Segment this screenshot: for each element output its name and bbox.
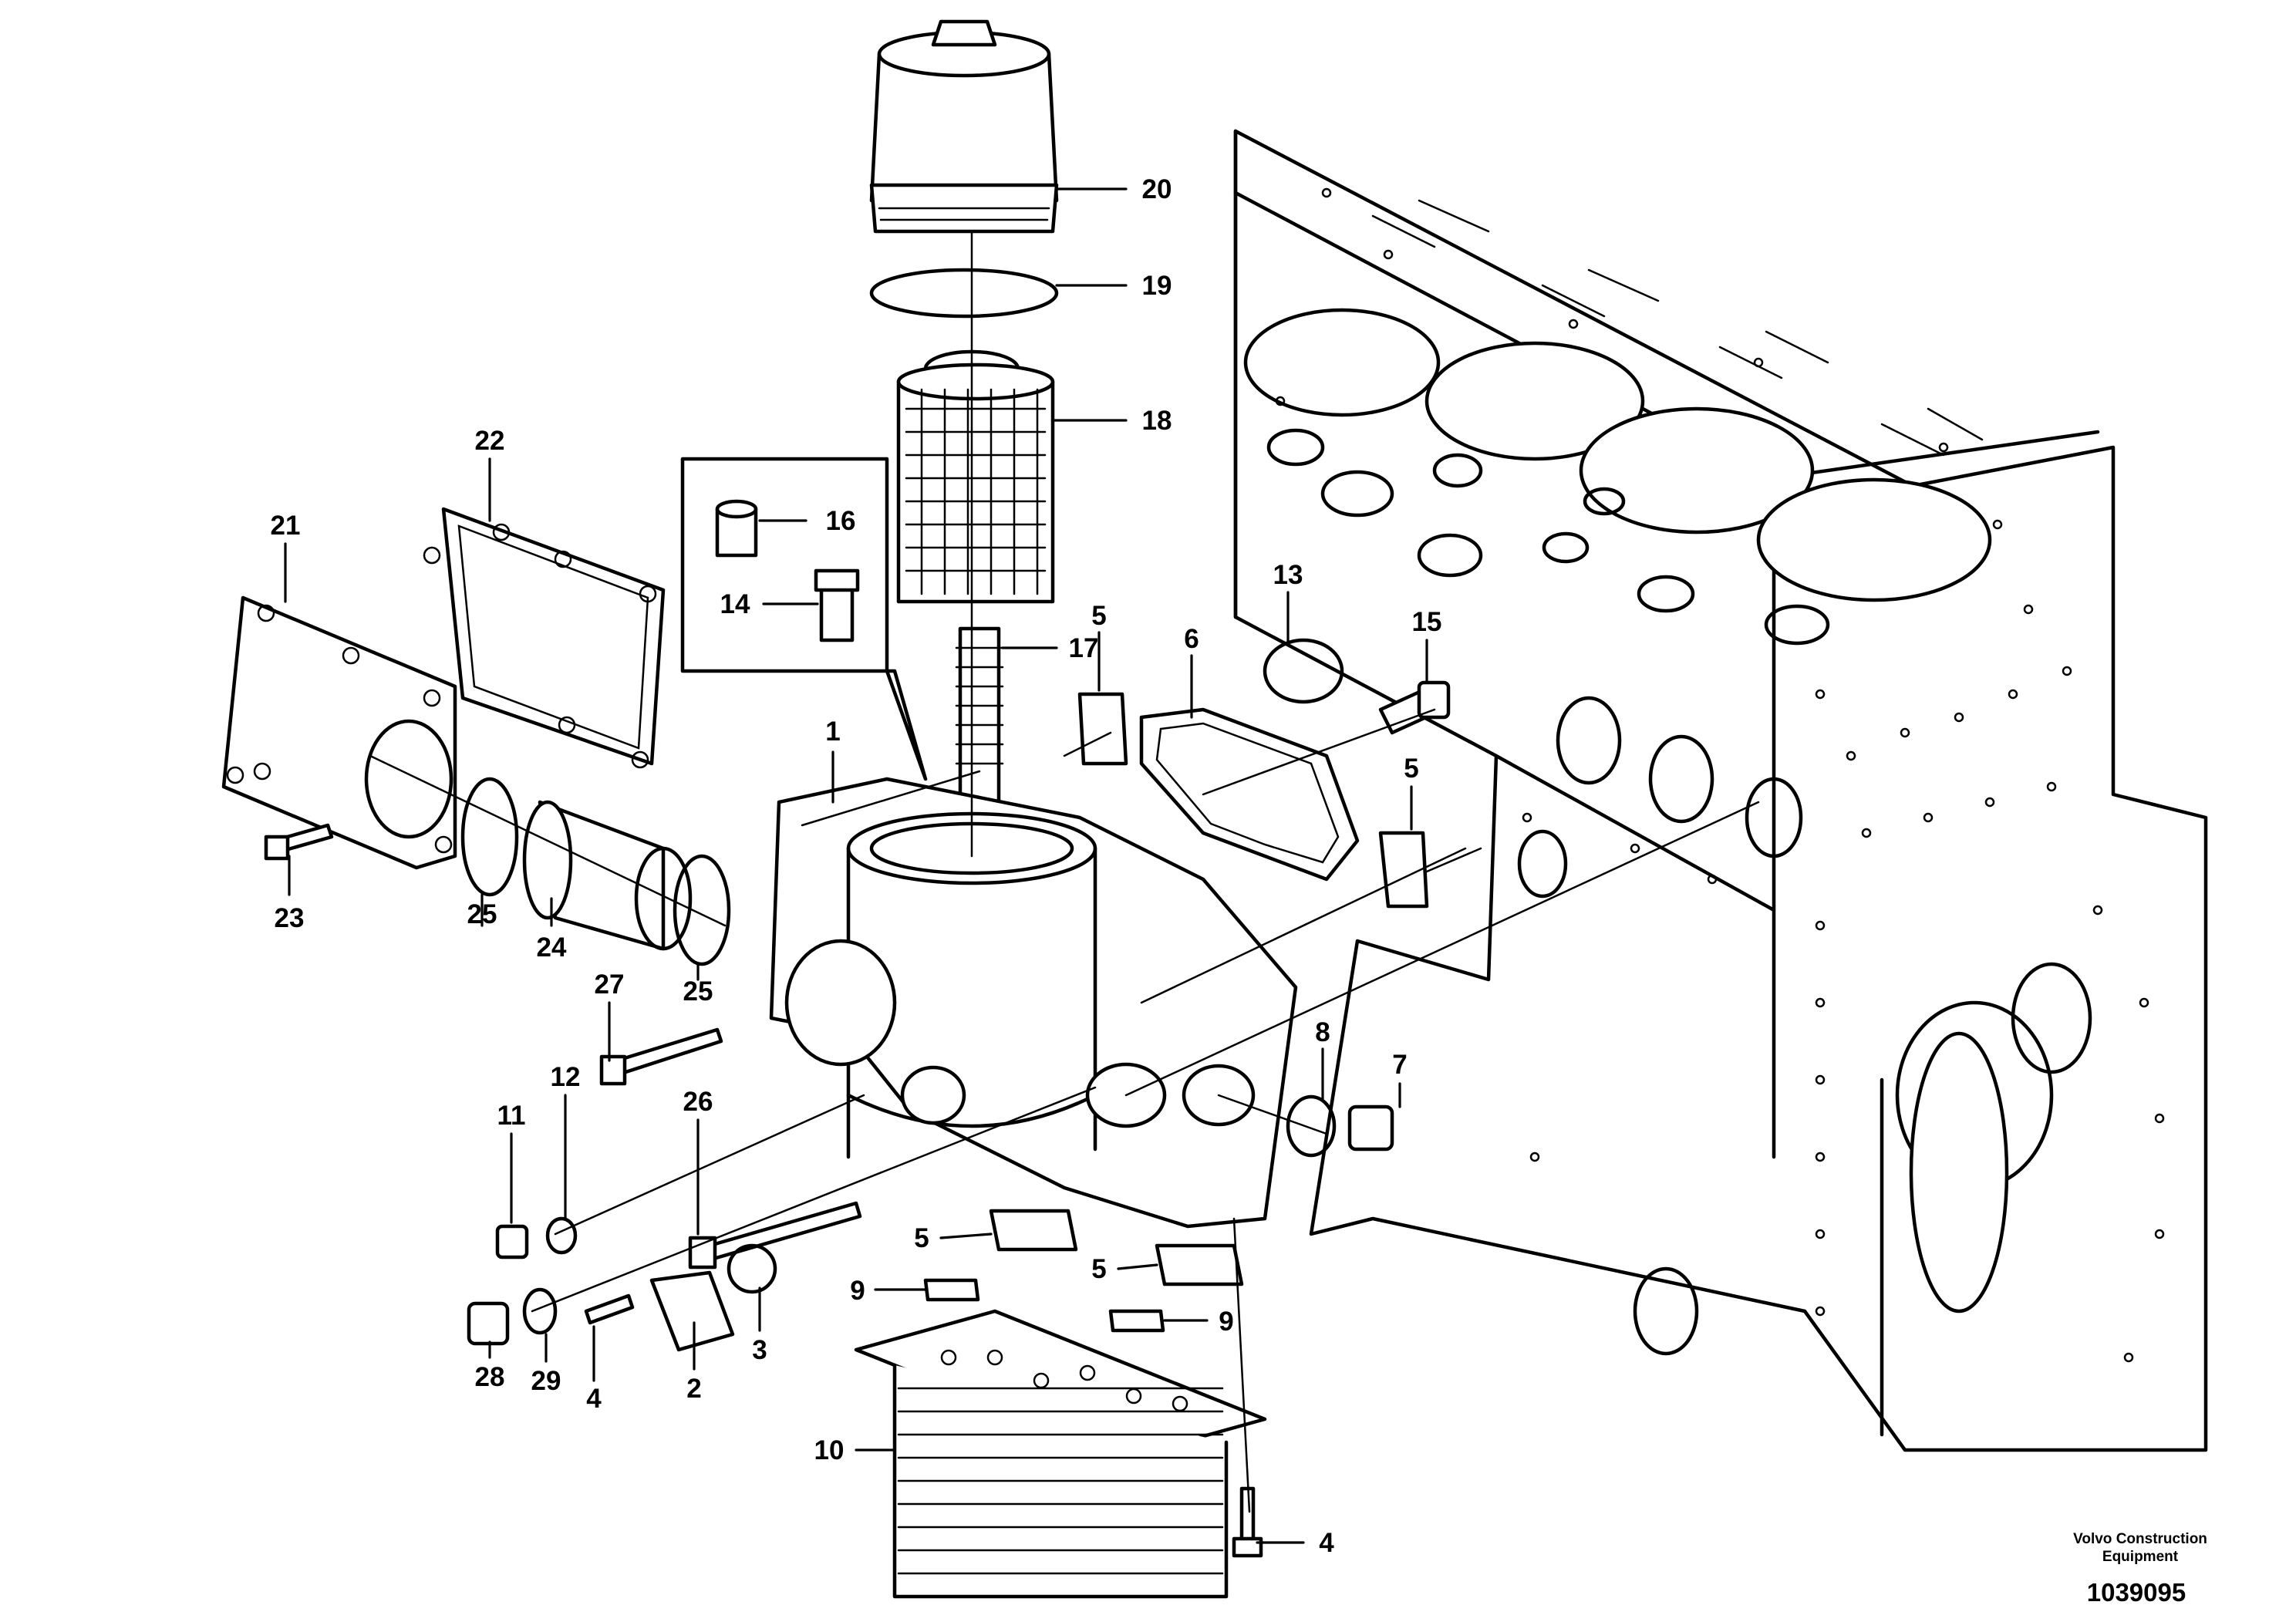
callout-17: 17	[1069, 633, 1099, 663]
plug-11	[495, 1224, 529, 1259]
plug-15	[1378, 680, 1451, 735]
callout-14: 14	[720, 589, 750, 619]
gasket-22	[423, 507, 666, 769]
callout-20: 20	[1142, 174, 1172, 204]
cylinder-bore-1	[1243, 308, 1441, 417]
o-ring-25-left	[460, 777, 519, 897]
oil-filter-housing	[769, 777, 1298, 1229]
callout-26: 26	[683, 1087, 713, 1117]
callout-numbers: 1 2 3 4 4 5 5 5 5 6 7 8 9 9 10 11 12 13 …	[271, 174, 1442, 1558]
callout-24: 24	[537, 932, 567, 963]
callout-23: 23	[275, 903, 305, 933]
callout-22: 22	[475, 426, 505, 456]
o-ring-19	[869, 268, 1059, 319]
cylinder-bore-3	[1579, 406, 1815, 534]
callout-12: 12	[551, 1062, 581, 1092]
callout-2: 2	[686, 1374, 701, 1404]
callout-27: 27	[595, 969, 625, 1000]
callout-21: 21	[271, 511, 301, 541]
filter-element	[896, 349, 1055, 604]
callout-25-left: 25	[467, 899, 497, 929]
ring-12	[545, 1216, 578, 1255]
credit-line-2: Equipment	[2102, 1549, 2179, 1565]
callout-15: 15	[1412, 607, 1442, 637]
callout-5-top: 5	[1091, 601, 1106, 631]
o-ring-3	[727, 1243, 777, 1294]
credit-line-1: Volvo Construction	[2073, 1531, 2207, 1547]
callout-1: 1	[825, 717, 840, 747]
gasket-5-right	[1378, 831, 1429, 909]
o-ring-25-right	[673, 854, 731, 966]
callout-9-a: 9	[850, 1276, 865, 1306]
callout-29: 29	[531, 1366, 561, 1396]
callout-6: 6	[1184, 624, 1199, 654]
plug-7	[1347, 1104, 1394, 1152]
leader-lines	[284, 187, 1428, 1544]
bolt-26	[688, 1201, 862, 1270]
callout-5-lower-b: 5	[1091, 1254, 1106, 1284]
seal-9-a	[923, 1278, 980, 1302]
callout-19: 19	[1142, 271, 1172, 301]
bolt-27	[599, 1027, 723, 1086]
seal-9-b	[1108, 1309, 1165, 1333]
document-number: 1039095	[2087, 1578, 2186, 1607]
gasket-5-top	[1077, 692, 1128, 766]
oil-filter-cover	[869, 19, 1059, 234]
cylinder-bore-2	[1424, 341, 1645, 461]
callout-7: 7	[1392, 1050, 1407, 1080]
gasket-5-lower-b	[1155, 1243, 1244, 1286]
bolt-4-left	[584, 1293, 635, 1325]
callout-11: 11	[497, 1101, 526, 1131]
detail-inset	[680, 457, 928, 781]
engine-block	[1233, 129, 2208, 1452]
oil-cooler	[854, 1309, 1267, 1599]
callout-28: 28	[475, 1362, 505, 1392]
callout-4-left: 4	[586, 1384, 602, 1414]
callout-3: 3	[752, 1335, 767, 1365]
callout-13: 13	[1273, 560, 1303, 590]
callout-5-lower-a: 5	[914, 1223, 929, 1253]
cover-21	[221, 595, 457, 870]
callout-16: 16	[826, 506, 856, 536]
callout-9-b: 9	[1219, 1307, 1233, 1337]
plug-28	[467, 1301, 510, 1346]
callout-18: 18	[1142, 406, 1172, 436]
flange-2	[649, 1270, 735, 1352]
callout-25-right: 25	[683, 976, 713, 1007]
gasket-5-lower-a	[989, 1209, 1078, 1252]
o-ring-13	[1263, 638, 1344, 704]
assembly-lines	[369, 230, 1760, 1513]
callout-5-right: 5	[1404, 754, 1418, 784]
ring-8	[1286, 1094, 1337, 1158]
callout-4-right: 4	[1319, 1528, 1334, 1558]
ring-29	[522, 1287, 558, 1335]
callout-10: 10	[814, 1435, 845, 1465]
cylinder-bore-4	[1756, 477, 1992, 602]
sleeve-24	[522, 800, 693, 951]
callout-8: 8	[1315, 1017, 1330, 1047]
gasket-6	[1139, 707, 1360, 882]
